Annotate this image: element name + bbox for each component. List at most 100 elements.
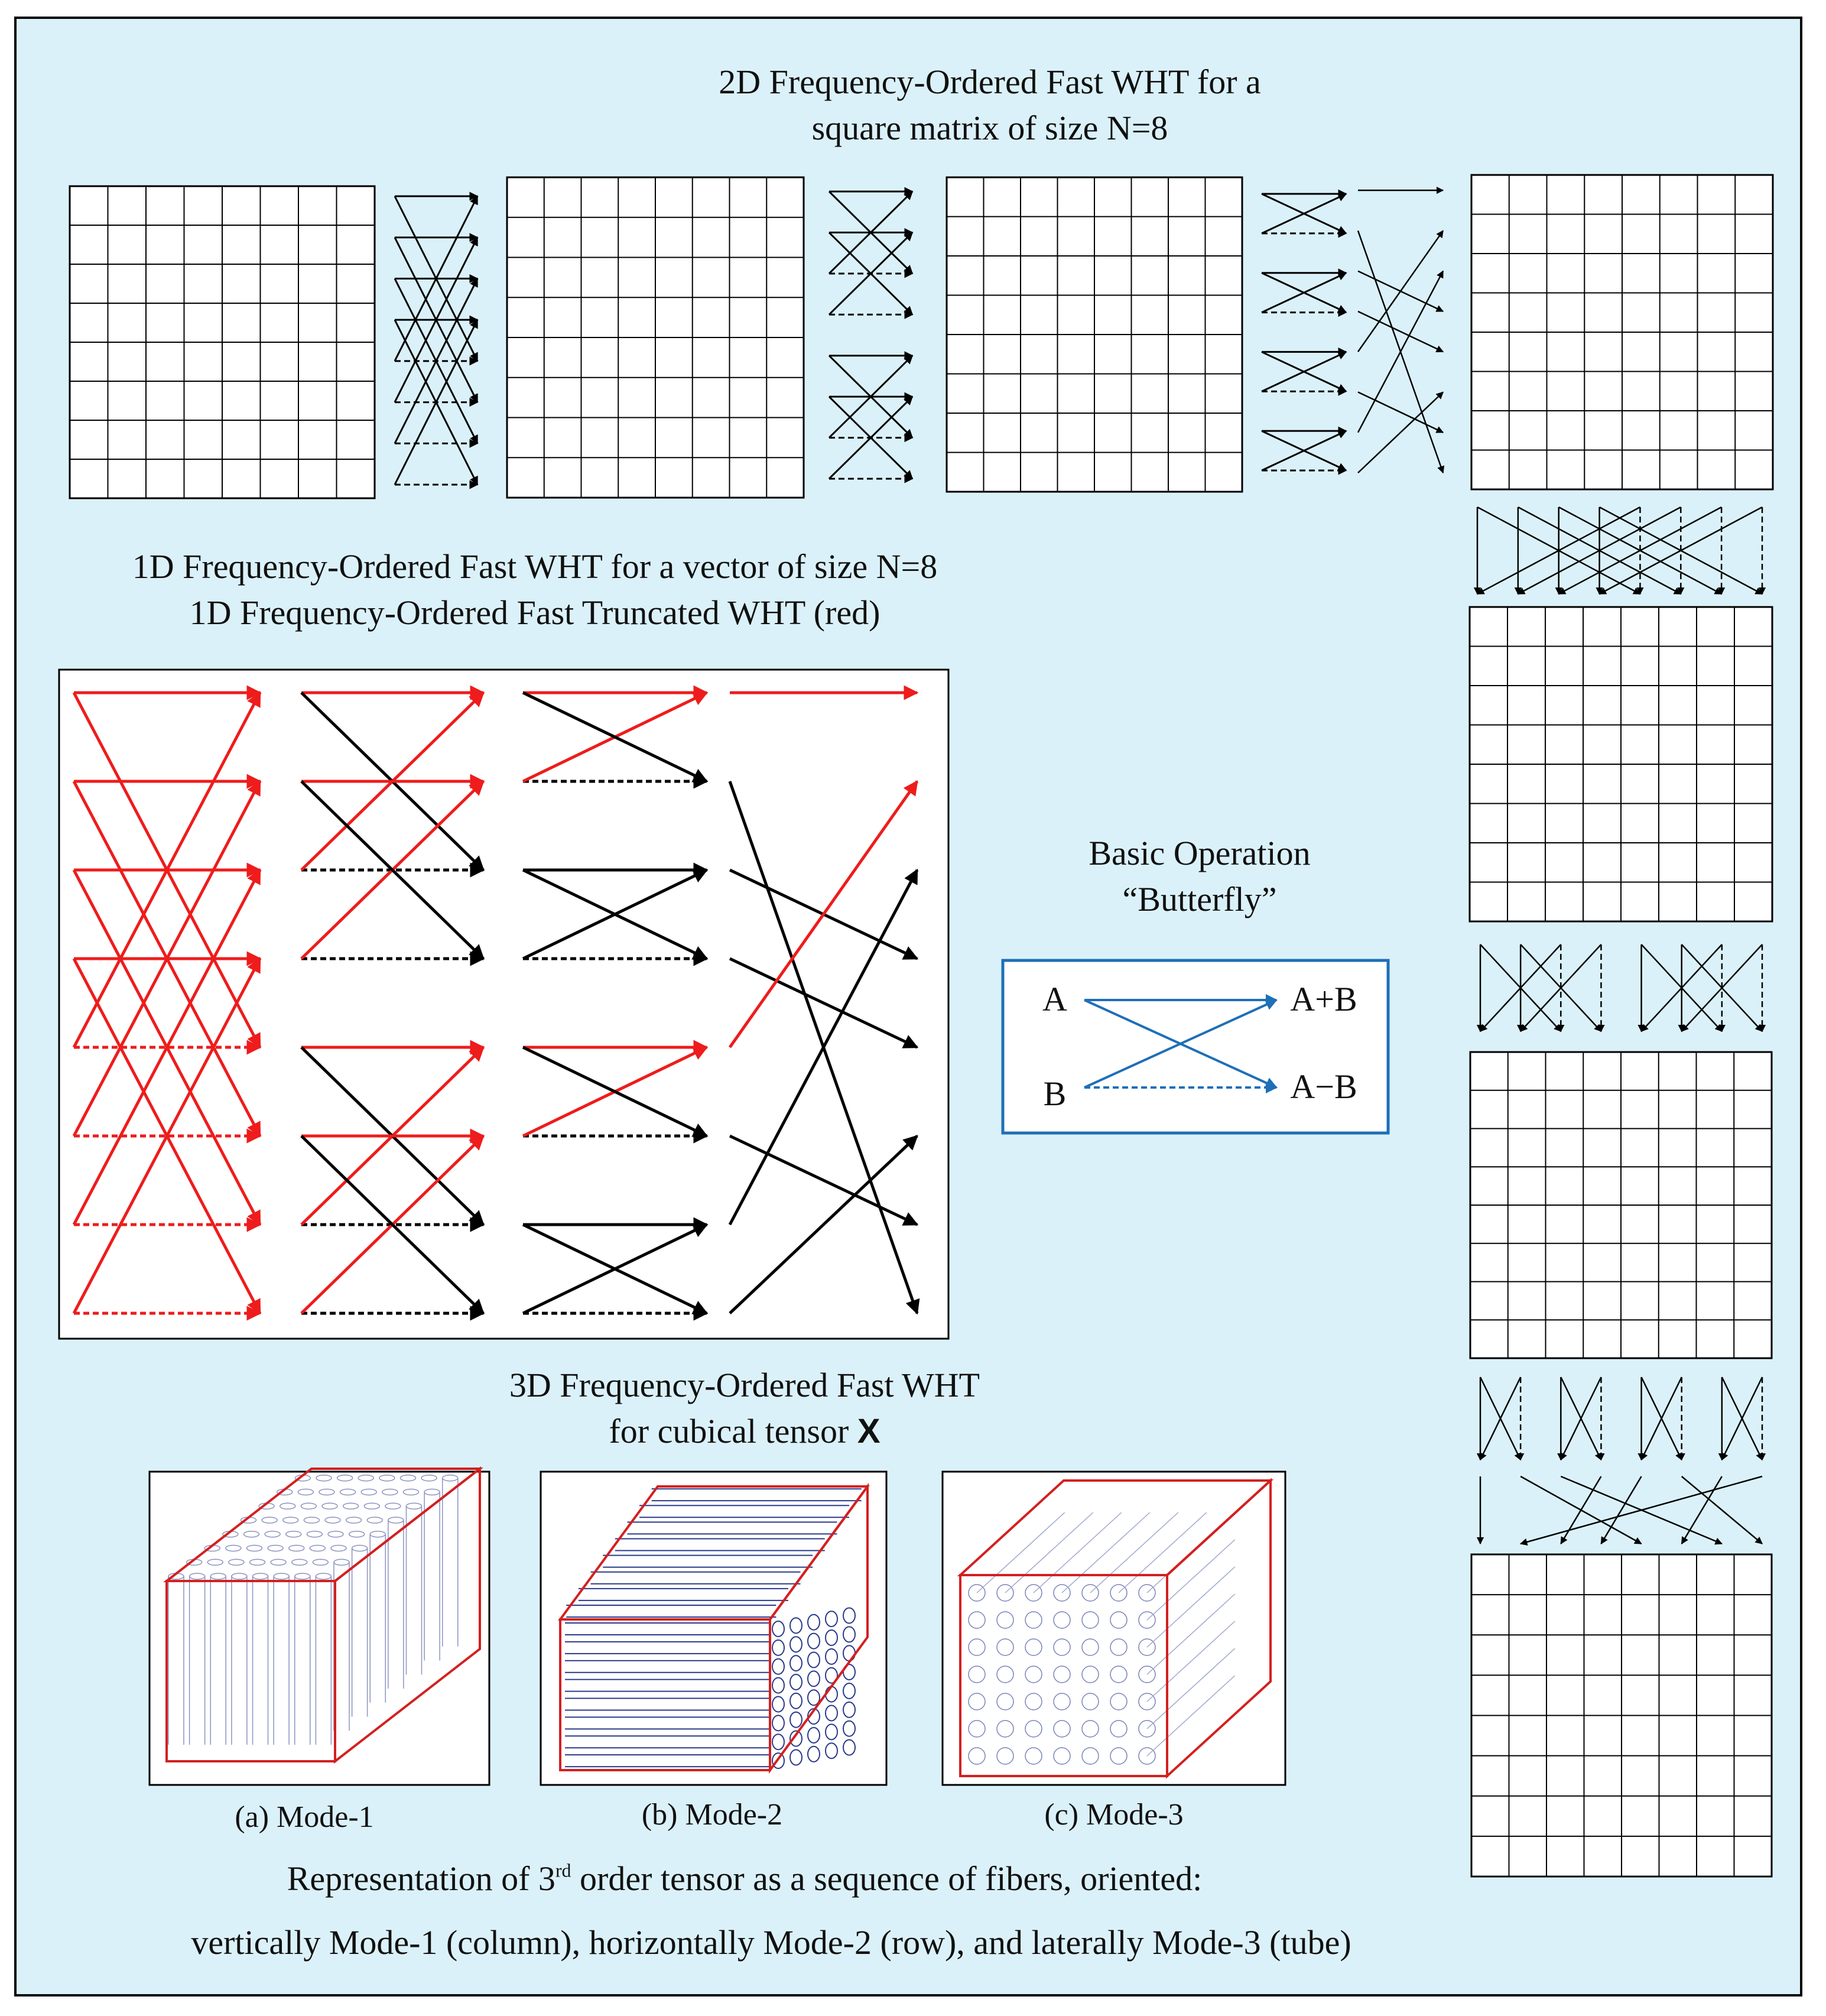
fiber: [1146, 1648, 1236, 1729]
fiber-end: [1138, 1638, 1156, 1656]
cube-front-face: [165, 1580, 336, 1762]
fiber-end: [1081, 1638, 1099, 1656]
fiber-end: [1081, 1666, 1099, 1683]
fiber-end: [1110, 1638, 1128, 1656]
fiber-end: [843, 1626, 856, 1643]
permutation-arrow: [1681, 1476, 1723, 1545]
title-2d: 2D Frequency-Ordered Fast WHT for a squa…: [620, 59, 1359, 151]
fiber-end: [772, 1677, 785, 1694]
butterfly-cross: [1084, 999, 1278, 1089]
caption-line1-suffix: order tensor as a sequence of fibers, or…: [571, 1859, 1203, 1898]
fiber-end: [772, 1658, 785, 1675]
fiber-end: [1081, 1720, 1099, 1738]
fiber-end: [1138, 1747, 1156, 1765]
butterfly-title: Basic Operation “Butterfly”: [1011, 830, 1389, 923]
fiber-end: [843, 1739, 856, 1756]
fiber-end: [402, 1488, 420, 1496]
fiber-end: [366, 1517, 383, 1524]
fiber-end: [772, 1696, 785, 1713]
fiber: [1146, 1675, 1236, 1757]
fiber-end: [1053, 1666, 1071, 1683]
fiber-end: [1081, 1611, 1099, 1629]
mode-2-frame: [540, 1470, 888, 1786]
fiber-end: [789, 1692, 802, 1709]
fiber-end: [825, 1723, 838, 1741]
fiber-end: [358, 1475, 374, 1482]
fiber-end: [996, 1584, 1014, 1602]
matrix-grid: [1468, 606, 1773, 923]
fiber-end: [321, 1502, 338, 1509]
fiber-end: [379, 1475, 395, 1482]
butterfly-cross: [1261, 272, 1347, 313]
fiber-end: [280, 1502, 296, 1509]
mode-1-frame: [148, 1470, 490, 1786]
butterfly-cross: [1520, 944, 1602, 1032]
fiber-end: [789, 1749, 802, 1766]
title-2d-line2: square matrix of size N=8: [811, 109, 1168, 147]
2d-butterfly-arrows: [394, 186, 1766, 1546]
fiber-end: [789, 1711, 802, 1728]
fiber-end: [825, 1705, 838, 1722]
wht-1d-frame: [58, 668, 950, 1340]
fiber-end: [772, 1715, 785, 1732]
caption-line1-sup: rd: [555, 1860, 571, 1881]
mode-3-frame: [941, 1470, 1286, 1786]
fiber-end: [360, 1488, 377, 1496]
butterfly-cross: [300, 1135, 485, 1314]
fiber-end: [1110, 1611, 1128, 1629]
permutation-arrow: [729, 1135, 918, 1314]
fiber-end: [825, 1667, 838, 1684]
1d-wht-box: [58, 668, 950, 1340]
truncated-cross: [72, 957, 262, 1314]
permutation-arrow: [1600, 1476, 1642, 1545]
fiber-end: [342, 1502, 359, 1509]
butterfly-cross: [1261, 193, 1347, 235]
butterfly-cross: [394, 319, 479, 485]
mode-3-caption: (c) Mode-3: [1044, 1798, 1184, 1832]
butterfly-output-diff: A−B: [1290, 1067, 1357, 1106]
fiber-end: [1053, 1611, 1071, 1629]
fiber-end: [1053, 1693, 1071, 1710]
butterfly-cross: [1640, 1377, 1682, 1461]
permutation-arrow: [1357, 230, 1444, 352]
fiber-end: [225, 1544, 242, 1552]
fiber: [1118, 1512, 1207, 1593]
fiber-end: [399, 1475, 417, 1482]
butterfly-cross: [1479, 1377, 1522, 1461]
butterfly-title-line1: Basic Operation: [1089, 834, 1311, 872]
fiber-end: [348, 1531, 365, 1538]
fiber-end: [1110, 1747, 1128, 1765]
fiber: [1146, 1566, 1236, 1648]
fiber-end: [968, 1720, 986, 1738]
fiber-end: [825, 1648, 838, 1665]
fiber-end: [1025, 1584, 1042, 1602]
stage3-cross: [522, 1046, 709, 1138]
fiber-end: [309, 1544, 326, 1552]
fiber-end: [1081, 1693, 1099, 1710]
fiber-end: [1025, 1720, 1042, 1738]
caption-line1-prefix: Representation of 3: [287, 1859, 555, 1898]
butterfly-cross: [1681, 944, 1763, 1032]
mode-1-caption: (a) Mode-1: [235, 1800, 374, 1834]
fiber-end: [789, 1673, 802, 1690]
caption-line2: vertically Mode-1 (column), horizontally…: [191, 1923, 1351, 1962]
caption-line1: Representation of 3rd order tensor as a …: [89, 1856, 1401, 1902]
fiber-end: [825, 1629, 838, 1646]
fiber-end: [228, 1559, 245, 1566]
cube-front-face: [959, 1574, 1168, 1777]
fiber-end: [297, 1488, 314, 1496]
title-1d-line2: 1D Frequency-Ordered Fast Truncated WHT …: [189, 593, 880, 632]
fiber-end: [1110, 1584, 1128, 1602]
fiber: [1033, 1512, 1122, 1593]
permutation-arrow: [1519, 1475, 1763, 1546]
fiber-end: [789, 1655, 802, 1672]
fiber: [1146, 1539, 1236, 1621]
permutation-arrow: [1357, 270, 1444, 433]
mode-1-cube: [148, 1466, 490, 1786]
title-2d-line1: 2D Frequency-Ordered Fast WHT for a: [719, 63, 1261, 101]
fiber-end: [968, 1747, 986, 1765]
fiber-end: [968, 1584, 986, 1602]
permutation-arrow: [729, 957, 919, 1049]
butterfly-cross: [1261, 430, 1347, 472]
